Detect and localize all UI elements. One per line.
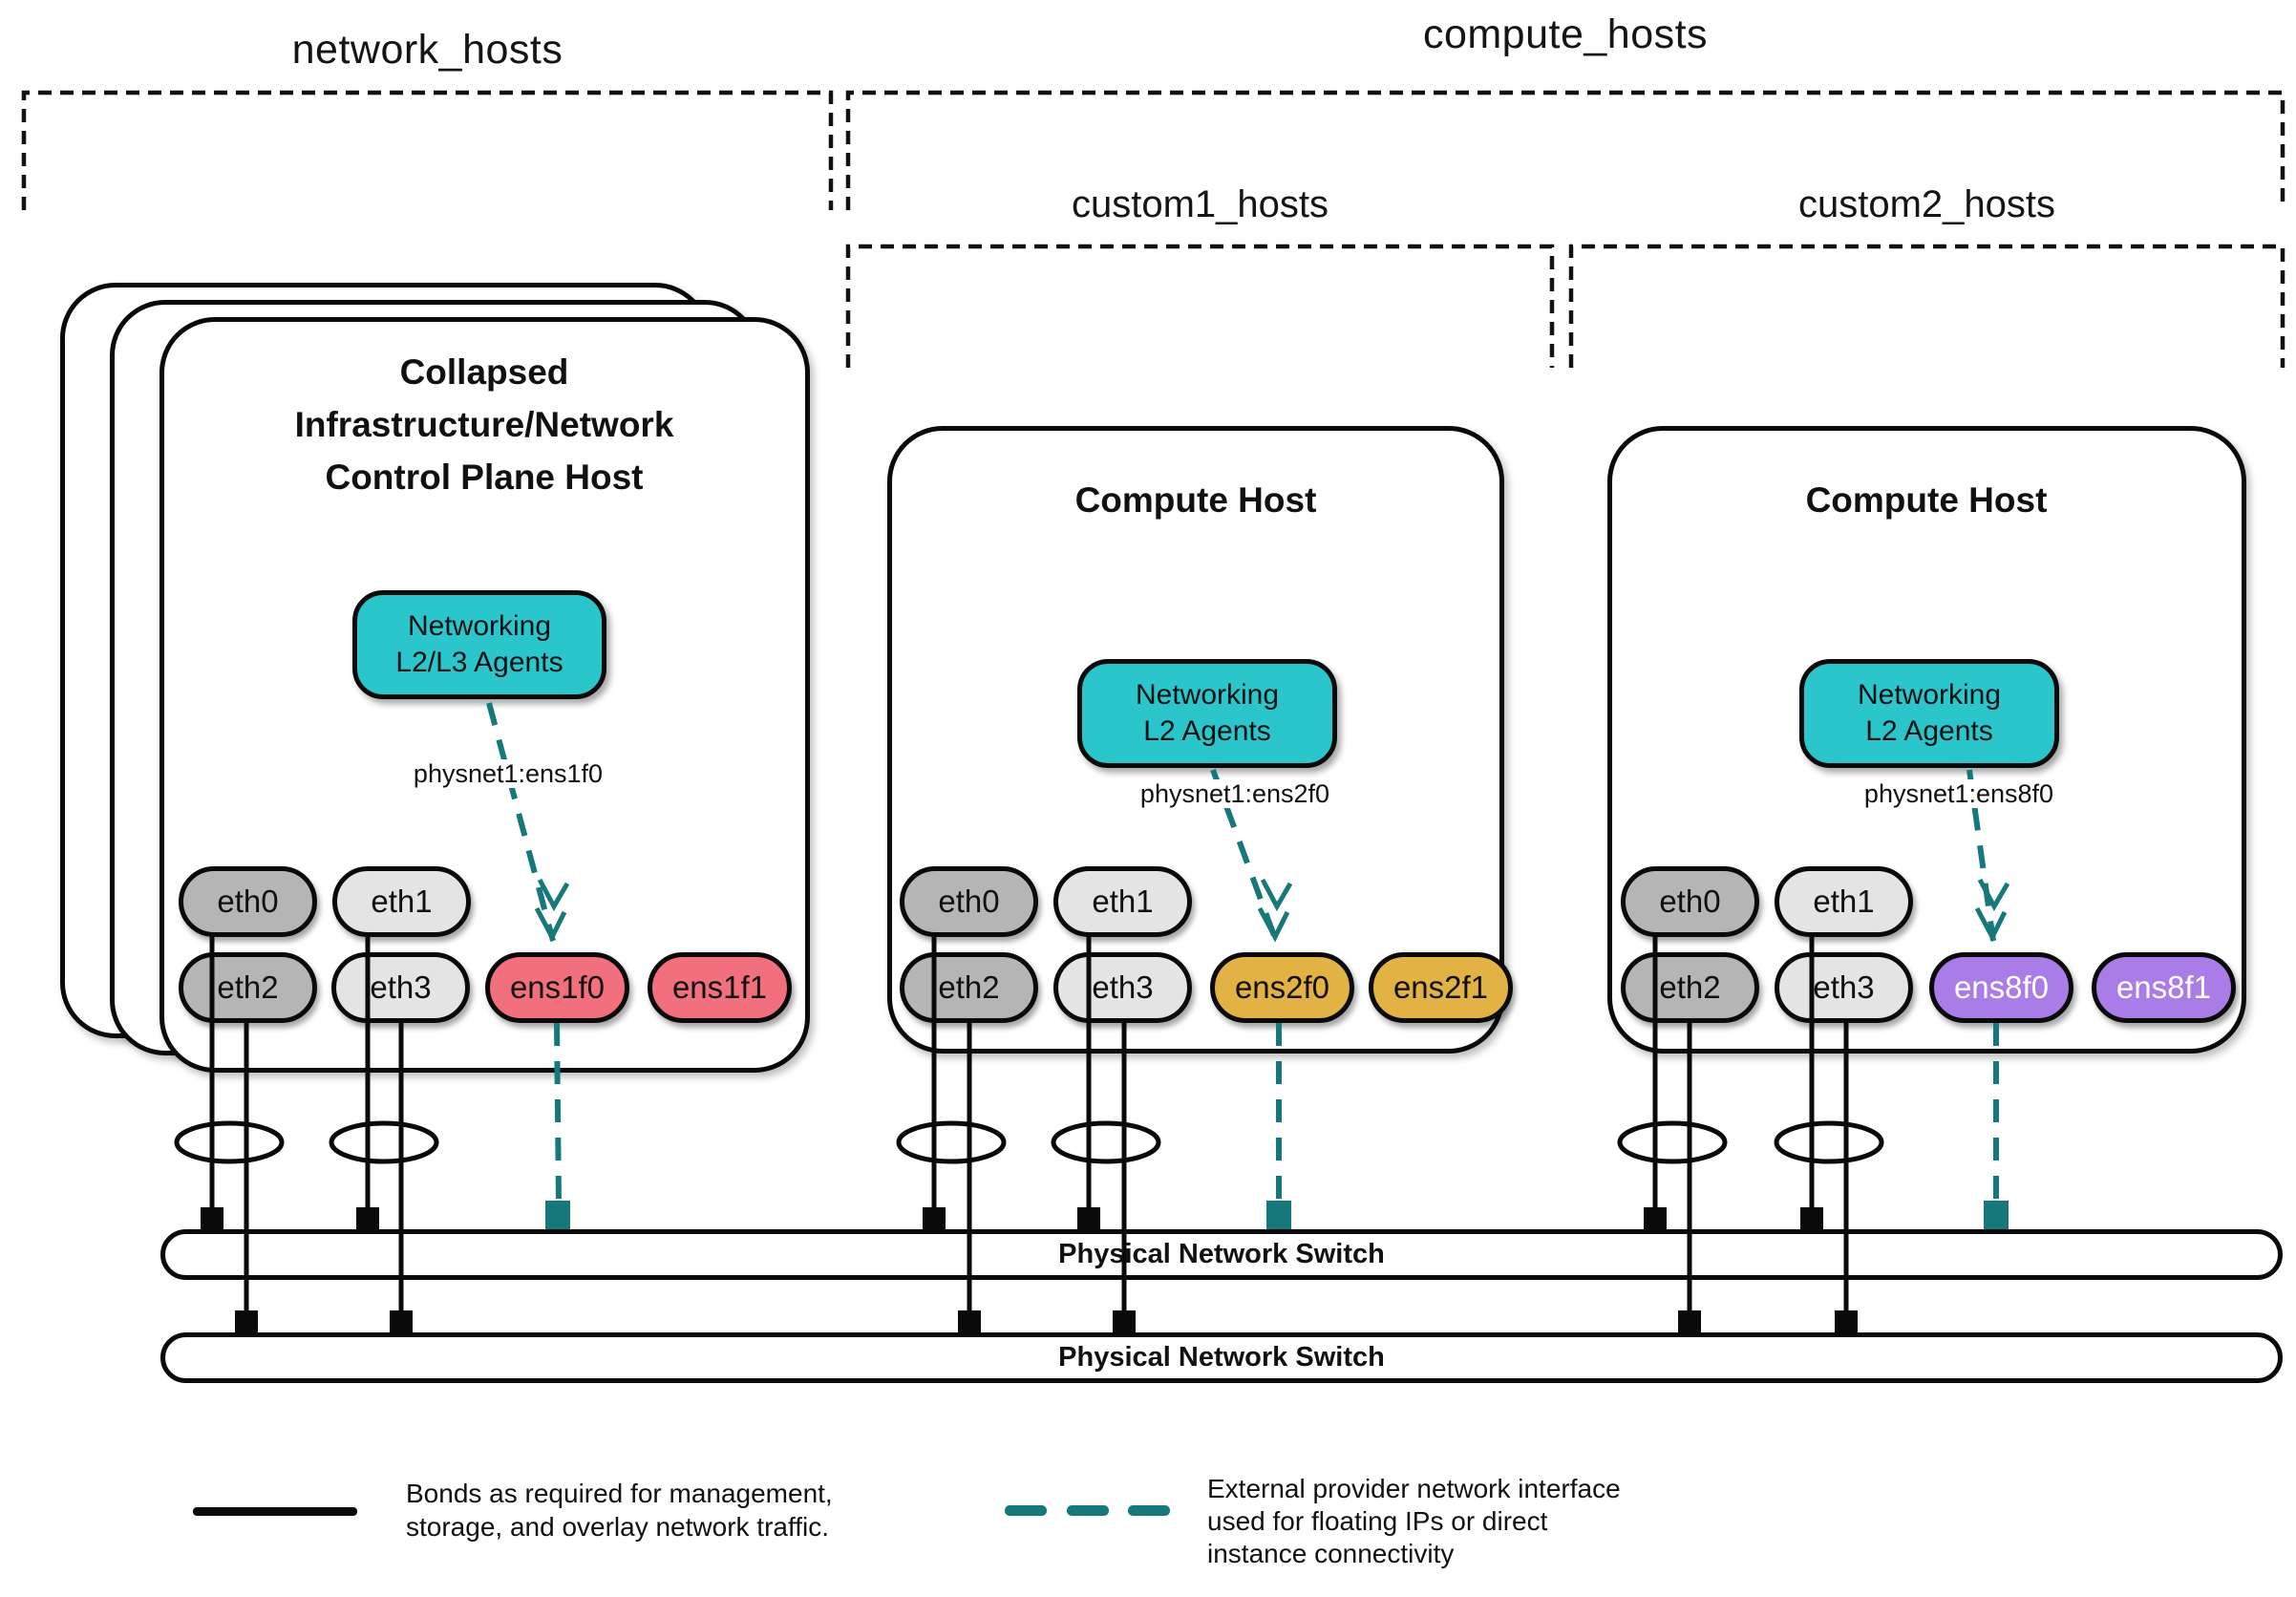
bond-ellipse <box>329 1120 439 1164</box>
bond-ellipse <box>896 1120 1007 1164</box>
switch-port-square <box>201 1207 223 1229</box>
external-port-square <box>545 1201 570 1229</box>
switch-port-square <box>235 1310 258 1332</box>
group-label-custom1-hosts: custom1_hosts <box>1071 183 1329 225</box>
physnet-label-3: physnet1:ens8f0 <box>1768 779 2150 809</box>
group-label-custom2-hosts: custom2_hosts <box>1797 183 2056 225</box>
l2-l3-agents-box: Networking L2/L3 Agents <box>352 590 606 699</box>
physical-network-switch-1: Physical Network Switch <box>160 1229 2283 1280</box>
l2-agents-box-2: Networking L2 Agents <box>1799 659 2059 768</box>
external-port-square <box>1984 1201 2009 1229</box>
nic-pill: eth2 <box>179 952 317 1023</box>
switch-port-square <box>390 1310 413 1332</box>
nic-pill: eth2 <box>900 952 1038 1023</box>
switch-port-square <box>1800 1207 1823 1229</box>
switch-port-square <box>1678 1310 1701 1332</box>
nic-pill: ens8f1 <box>2092 952 2236 1023</box>
compute-host-1-title: Compute Host <box>1074 480 1317 520</box>
custom2-hosts-bracket <box>1568 244 2285 368</box>
external-line-swatch <box>1005 1505 1047 1516</box>
group-label-network-hosts: network_hosts <box>291 27 563 73</box>
physnet-label-1: physnet1:ens1f0 <box>317 759 699 789</box>
physical-network-switch-2: Physical Network Switch <box>160 1332 2283 1383</box>
custom1-hosts-bracket <box>845 244 1555 368</box>
nic-pill: eth1 <box>332 866 471 937</box>
external-line-swatch <box>1067 1505 1109 1516</box>
bond-ellipse <box>1051 1120 1161 1164</box>
nic-pill: eth1 <box>1053 866 1192 937</box>
nic-pill: ens8f0 <box>1929 952 2073 1023</box>
network-hosts-bracket <box>21 90 834 210</box>
nic-pill: eth3 <box>1775 952 1913 1023</box>
physnet-label-2: physnet1:ens2f0 <box>1044 779 1426 809</box>
bond-ellipse <box>1774 1120 1884 1164</box>
external-line-swatch <box>1128 1505 1170 1516</box>
legend-external-text: External provider network interface used… <box>1207 1474 1621 1568</box>
nic-pill: eth3 <box>1053 952 1192 1023</box>
external-port-square <box>1266 1201 1291 1229</box>
nic-pill: eth0 <box>900 866 1038 937</box>
nic-pill: ens2f1 <box>1369 952 1513 1023</box>
nic-pill: eth0 <box>1621 866 1759 937</box>
switch-port-square <box>958 1310 981 1332</box>
switch-port-square <box>1835 1310 1858 1332</box>
switch-port-square <box>1113 1310 1136 1332</box>
bond-ellipse <box>174 1120 285 1164</box>
nic-pill: eth1 <box>1775 866 1913 937</box>
nic-pill: eth3 <box>331 952 470 1023</box>
legend-bond-text: Bonds as required for management, storag… <box>406 1479 833 1542</box>
group-label-compute-hosts: compute_hosts <box>1422 11 1709 57</box>
nic-pill: ens2f0 <box>1210 952 1354 1023</box>
compute-host-2-title: Compute Host <box>1805 480 2048 520</box>
nic-pill: ens1f1 <box>648 952 792 1023</box>
bond-line-swatch <box>193 1507 357 1516</box>
l2-agents-box-1: Networking L2 Agents <box>1077 659 1337 768</box>
switch-port-square <box>923 1207 946 1229</box>
switch-port-square <box>1644 1207 1667 1229</box>
nic-pill: eth2 <box>1621 952 1759 1023</box>
nic-pill: eth0 <box>179 866 317 937</box>
switch-port-square <box>356 1207 379 1229</box>
control-plane-host-title: Collapsed Infrastructure/Network Control… <box>294 352 674 497</box>
bond-ellipse <box>1617 1120 1728 1164</box>
switch-port-square <box>1077 1207 1100 1229</box>
nic-pill: ens1f0 <box>485 952 629 1023</box>
